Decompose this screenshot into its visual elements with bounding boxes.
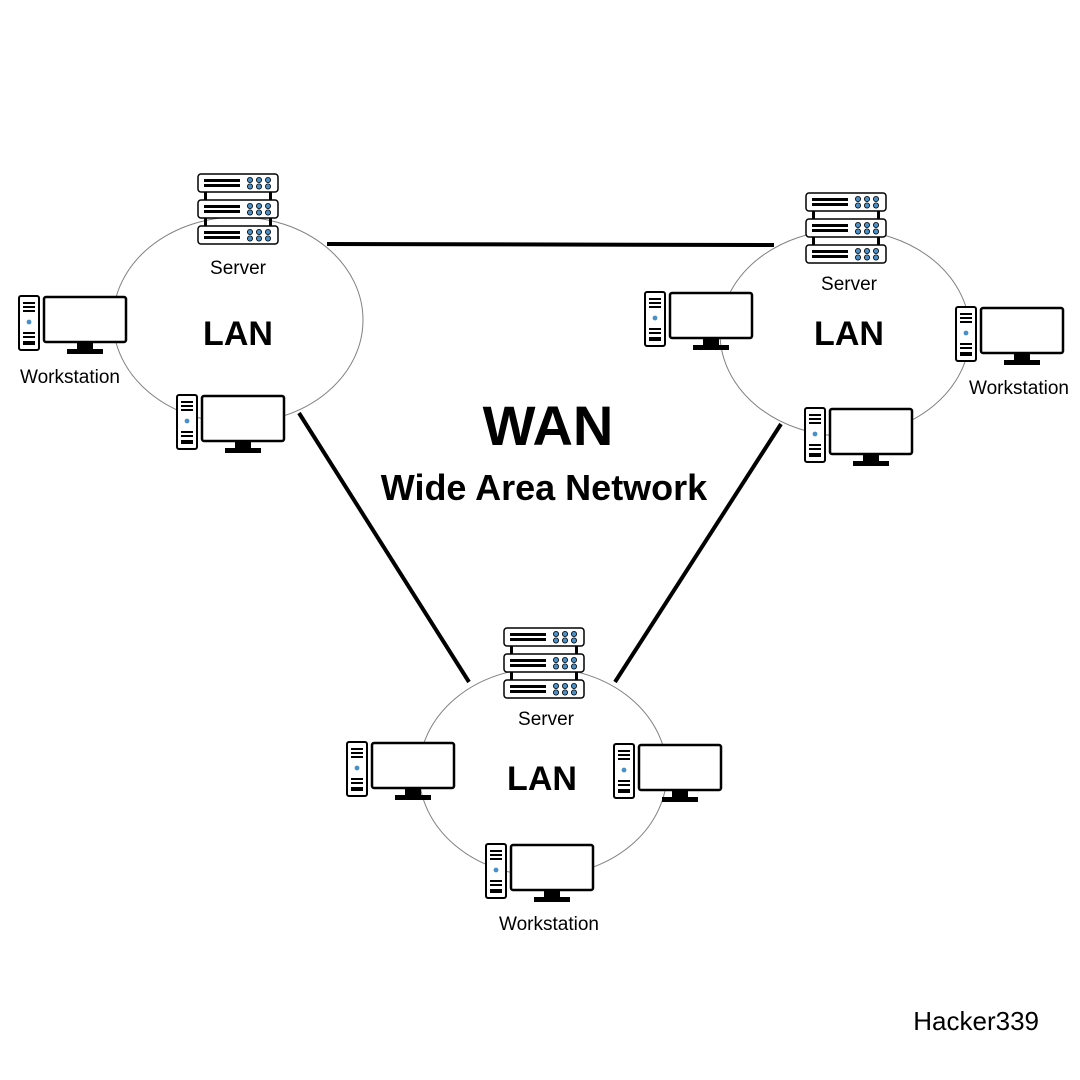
desktop-computer-icon bbox=[803, 406, 914, 468]
desktop-computer-icon bbox=[345, 740, 456, 802]
server-rack-icon bbox=[806, 193, 886, 263]
workstation-label: Workstation bbox=[20, 367, 120, 388]
wan-link-right-bottom bbox=[613, 422, 783, 684]
lan-label: LAN bbox=[507, 760, 577, 798]
credit-text: Hacker339 bbox=[913, 1006, 1039, 1036]
desktop-computer-icon bbox=[17, 294, 128, 356]
workstation-label: Workstation bbox=[969, 378, 1069, 399]
server-label: Server bbox=[821, 274, 878, 295]
lan-label: LAN bbox=[203, 315, 273, 353]
lan-label: LAN bbox=[814, 315, 884, 353]
desktop-computer-icon bbox=[175, 393, 286, 455]
desktop-computer-icon bbox=[643, 290, 754, 352]
diagram-title: WAN bbox=[483, 394, 614, 457]
diagram-subtitle: Wide Area Network bbox=[381, 467, 708, 508]
server-rack-icon bbox=[504, 628, 584, 698]
wan-link-left-right bbox=[326, 242, 775, 247]
desktop-computer-icon bbox=[484, 842, 595, 904]
workstation-label: Workstation bbox=[499, 914, 599, 935]
desktop-computer-icon bbox=[612, 742, 723, 804]
desktop-computer-icon bbox=[954, 305, 1065, 367]
server-label: Server bbox=[518, 709, 575, 730]
wan-link-left-bottom bbox=[297, 411, 471, 684]
server-label: Server bbox=[210, 258, 267, 279]
server-rack-icon bbox=[198, 174, 278, 244]
